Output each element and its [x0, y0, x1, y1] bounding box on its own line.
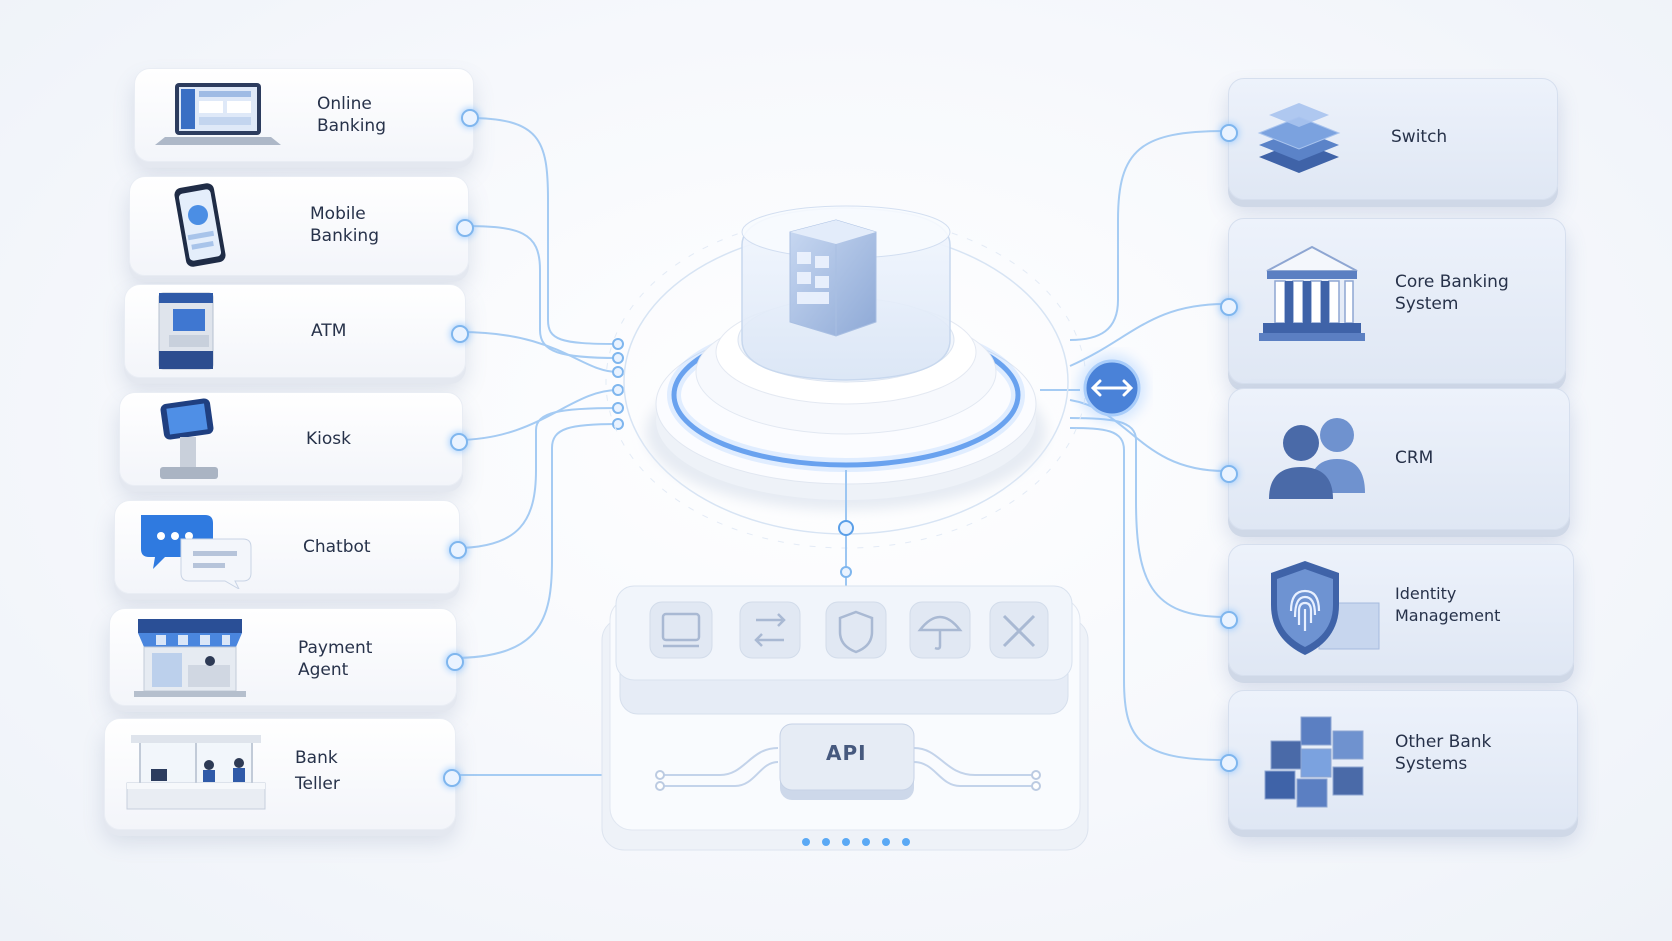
umbrella-icon [909, 601, 971, 659]
system-port-identity[interactable] [1220, 611, 1238, 629]
users-icon [1269, 418, 1365, 499]
system-port-switch[interactable] [1220, 124, 1238, 142]
system-card-identity-management[interactable]: Identity Management [1220, 544, 1574, 676]
system-label-switch: Switch [1391, 127, 1448, 147]
security-shield-icon [825, 601, 887, 659]
channel-port-atm[interactable] [451, 325, 469, 343]
system-label-other-bank-line1: Other Bank [1395, 732, 1492, 752]
system-card-other-bank-systems[interactable]: Other Bank Systems [1220, 690, 1578, 830]
channel-wires [448, 117, 660, 776]
channel-card-mobile-banking[interactable]: Mobile Banking [129, 176, 474, 276]
tools-icon [989, 601, 1049, 659]
channel-label-bank-teller-line2: Teller [295, 774, 340, 794]
channel-label-mobile-banking-line2: Banking [310, 226, 379, 246]
channel-port-payment-agent[interactable] [446, 653, 464, 671]
hub-entry-ports [612, 338, 624, 430]
channel-label-chatbot: Chatbot [303, 537, 371, 557]
atm-icon [158, 292, 214, 370]
system-label-other-bank-line2: Systems [1395, 754, 1468, 774]
stacked-layers-icon [1257, 103, 1341, 173]
channel-port-chatbot[interactable] [449, 541, 467, 559]
channel-card-bank-teller[interactable]: Bank Teller [104, 718, 461, 830]
system-port-core-banking[interactable] [1220, 298, 1238, 316]
chat-bubbles-icon [141, 515, 252, 589]
channel-label-kiosk: Kiosk [306, 429, 351, 449]
channel-label-online-banking-line1: Online [317, 94, 372, 114]
channel-card-payment-agent[interactable]: Payment Agent [109, 608, 464, 706]
api-label: API [826, 741, 867, 765]
system-label-core-banking-line1: Core Banking [1395, 272, 1509, 292]
channel-label-bank-teller-line1: Bank [295, 748, 338, 768]
system-label-identity-line2: Management [1395, 606, 1501, 625]
system-label-core-banking-line2: System [1395, 294, 1459, 314]
transfer-arrows-icon [739, 601, 801, 659]
bank-building-icon [1259, 245, 1365, 341]
channel-port-online-banking[interactable] [461, 109, 479, 127]
channel-card-atm[interactable]: ATM [124, 284, 469, 378]
system-label-identity-line1: Identity [1395, 584, 1457, 603]
system-card-core-banking-system[interactable]: Core Banking System [1220, 218, 1566, 384]
system-port-other-bank[interactable] [1220, 754, 1238, 772]
channel-card-chatbot[interactable]: Chatbot [114, 500, 467, 594]
channel-card-kiosk[interactable]: Kiosk [119, 392, 468, 486]
channel-port-kiosk[interactable] [450, 433, 468, 451]
channel-label-payment-agent-line1: Payment [298, 638, 373, 658]
channel-label-payment-agent-line2: Agent [298, 660, 349, 680]
terminal-icon [649, 601, 713, 659]
storefront-icon [134, 619, 246, 697]
gateway-modules [649, 601, 1049, 659]
channel-port-bank-teller[interactable] [443, 769, 461, 787]
channel-card-online-banking[interactable]: Online Banking [134, 68, 479, 162]
teller-counter-icon [126, 735, 266, 810]
cubes-icon [1264, 716, 1364, 808]
channel-port-mobile-banking[interactable] [456, 219, 474, 237]
smartphone-icon [174, 183, 226, 267]
system-card-switch[interactable]: Switch [1220, 78, 1558, 200]
central-hub [646, 205, 1046, 510]
channel-label-atm: ATM [311, 321, 347, 341]
server-cube-icon [789, 219, 877, 337]
channel-label-mobile-banking-line1: Mobile [310, 204, 366, 224]
channel-label-online-banking-line2: Banking [317, 116, 386, 136]
kiosk-icon [160, 398, 218, 479]
bidirectional-arrow-icon [1078, 354, 1146, 422]
system-port-crm[interactable] [1220, 465, 1238, 483]
system-card-crm[interactable]: CRM [1220, 388, 1570, 530]
system-label-crm: CRM [1395, 448, 1434, 468]
fingerprint-shield-icon [1271, 561, 1380, 655]
laptop-icon [155, 83, 281, 145]
